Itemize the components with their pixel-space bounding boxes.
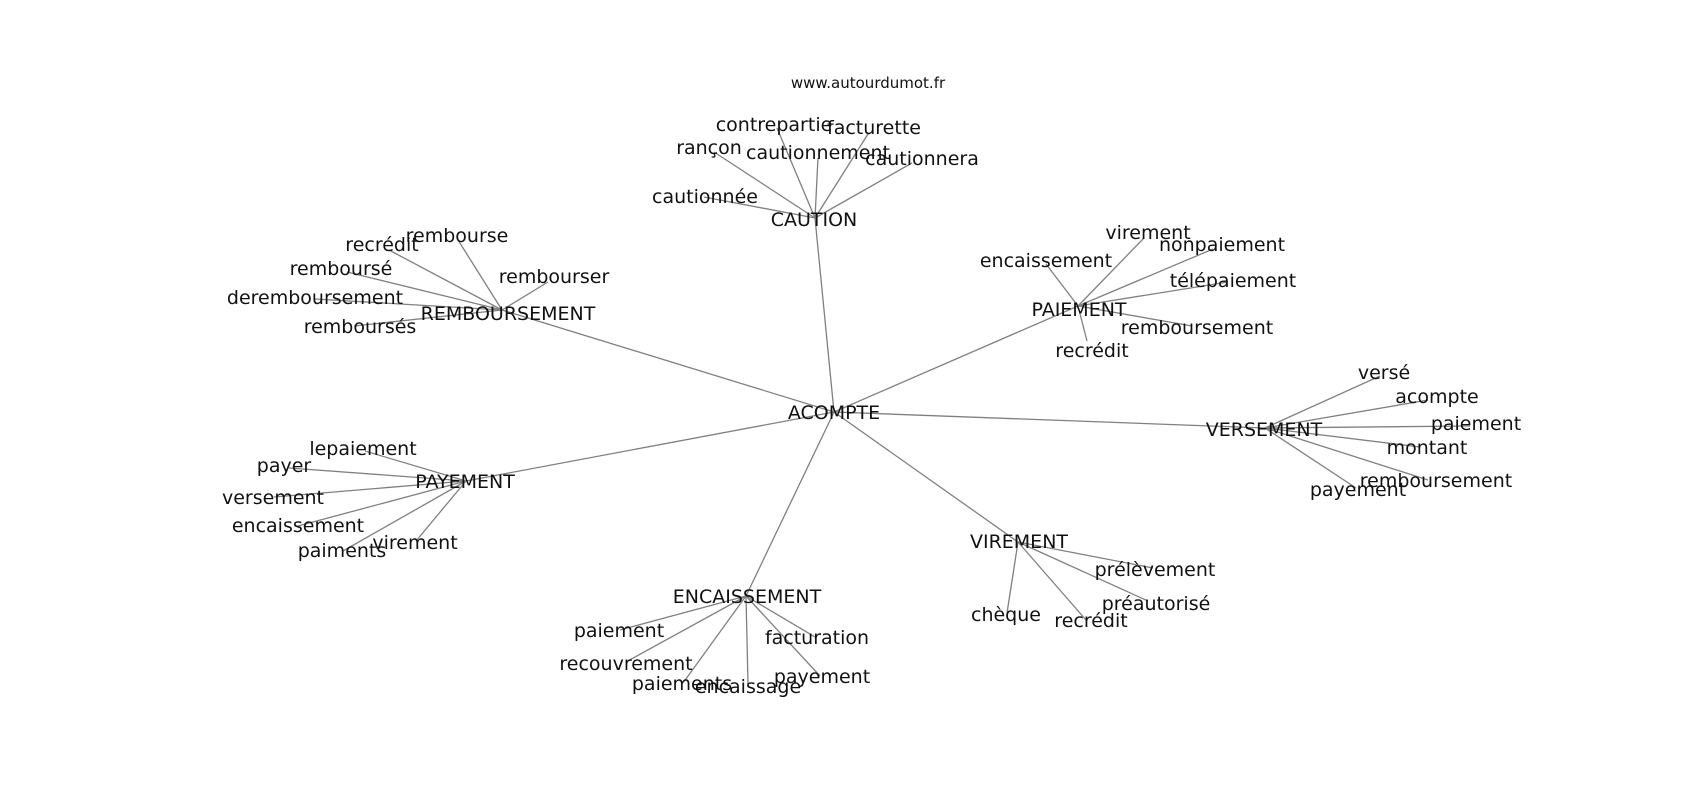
edge-payement-2 xyxy=(273,480,467,498)
node-word-encaissement-5[interactable]: payement xyxy=(774,666,870,688)
edge-virement-1 xyxy=(1017,541,1149,602)
node-root[interactable]: ACOMPTE xyxy=(788,402,880,424)
edge-remboursement-3 xyxy=(501,281,549,311)
source-url-label[interactable]: www.autourdumot.fr xyxy=(791,74,946,92)
node-word-virement-3[interactable]: recrédit xyxy=(1054,610,1127,632)
node-word-caution-5[interactable]: cautionnée xyxy=(652,186,758,208)
node-word-virement-2[interactable]: chèque xyxy=(971,604,1041,626)
node-word-remboursement-4[interactable]: deremboursement xyxy=(227,287,403,309)
node-word-versement-1[interactable]: acompte xyxy=(1395,386,1478,408)
edge-versement-3 xyxy=(1264,427,1421,448)
edge-remboursement-1 xyxy=(388,249,503,311)
edge-root-paiement xyxy=(833,305,1079,413)
edge-paiement-1 xyxy=(1077,248,1214,307)
node-word-payement-5[interactable]: virement xyxy=(372,532,457,554)
edge-encaissement-5 xyxy=(745,595,821,677)
edge-encaissement-0 xyxy=(619,595,747,631)
node-word-caution-0[interactable]: contrepartie xyxy=(716,114,833,136)
node-word-paiement-5[interactable]: recrédit xyxy=(1055,340,1128,362)
edge-payement-5 xyxy=(415,480,467,542)
node-hub-remboursement[interactable]: REMBOURSEMENT xyxy=(421,303,596,325)
edge-root-versement xyxy=(833,411,1266,429)
edges-layer xyxy=(273,127,1471,685)
node-word-caution-1[interactable]: facturette xyxy=(827,117,921,139)
edge-versement-4 xyxy=(1264,427,1429,481)
node-word-payement-1[interactable]: payer xyxy=(257,455,312,477)
node-hub-paiement[interactable]: PAIEMENT xyxy=(1031,299,1126,321)
node-word-caution-2[interactable]: rançon xyxy=(676,137,742,159)
node-word-paiement-3[interactable]: télépaiement xyxy=(1170,270,1296,292)
node-word-encaissement-0[interactable]: paiement xyxy=(574,620,664,642)
edge-versement-5 xyxy=(1264,427,1357,489)
edge-versement-1 xyxy=(1264,399,1429,429)
edge-root-remboursement xyxy=(501,309,835,413)
node-hub-virement[interactable]: VIREMENT xyxy=(970,531,1068,553)
node-hub-payement[interactable]: PAYEMENT xyxy=(415,471,515,493)
edge-paiement-3 xyxy=(1077,281,1229,307)
edge-caution-4 xyxy=(814,162,913,219)
edge-caution-3 xyxy=(814,157,819,219)
node-word-payement-3[interactable]: encaissement xyxy=(232,515,364,537)
edge-caution-0 xyxy=(776,127,816,219)
node-word-encaissement-3[interactable]: paiements xyxy=(632,673,732,695)
edge-virement-0 xyxy=(1017,541,1154,569)
edge-versement-0 xyxy=(1264,375,1381,429)
node-word-remboursement-2[interactable]: remboursé xyxy=(290,258,393,280)
node-hub-encaissement[interactable]: ENCAISSEMENT xyxy=(673,586,822,608)
node-word-paiement-1[interactable]: nonpaiement xyxy=(1159,234,1285,256)
edge-root-encaissement xyxy=(745,411,835,597)
node-word-remboursement-3[interactable]: rembourser xyxy=(499,266,610,288)
node-word-caution-3[interactable]: cautionnement xyxy=(746,142,890,164)
edge-encaissement-1 xyxy=(745,595,816,638)
edge-payement-1 xyxy=(288,467,467,482)
edge-payement-4 xyxy=(342,480,467,552)
edge-encaissement-4 xyxy=(745,595,749,685)
node-word-versement-5[interactable]: payement xyxy=(1310,479,1406,501)
node-word-versement-2[interactable]: paiement xyxy=(1431,413,1521,435)
node-word-paiement-0[interactable]: virement xyxy=(1105,222,1190,244)
edge-virement-2 xyxy=(1006,541,1019,614)
node-word-versement-0[interactable]: versé xyxy=(1358,362,1410,384)
node-word-encaissement-2[interactable]: recouvrement xyxy=(559,653,692,675)
edge-encaissement-2 xyxy=(625,595,747,663)
node-word-remboursement-5[interactable]: remboursés xyxy=(304,316,417,338)
node-word-paiement-4[interactable]: remboursement xyxy=(1121,317,1273,339)
node-hub-caution[interactable]: CAUTION xyxy=(771,209,858,231)
edge-versement-2 xyxy=(1264,425,1471,429)
node-word-paiement-2[interactable]: encaissement xyxy=(980,250,1112,272)
node-word-virement-1[interactable]: préautorisé xyxy=(1102,593,1211,615)
edge-root-payement xyxy=(465,411,835,482)
node-word-versement-3[interactable]: montant xyxy=(1387,437,1468,459)
edge-paiement-2 xyxy=(1045,263,1079,307)
node-word-caution-4[interactable]: cautionnera xyxy=(865,148,979,170)
node-word-remboursement-0[interactable]: rembourse xyxy=(406,225,509,247)
edge-root-virement xyxy=(833,411,1019,543)
node-word-payement-4[interactable]: paiments xyxy=(298,540,387,562)
node-word-payement-0[interactable]: lepaiement xyxy=(309,438,416,460)
edge-remboursement-0 xyxy=(457,239,503,311)
node-word-virement-0[interactable]: prélèvement xyxy=(1095,559,1216,581)
edge-paiement-5 xyxy=(1077,305,1088,342)
edge-root-caution xyxy=(814,217,835,413)
edge-encaissement-3 xyxy=(682,595,747,684)
node-word-encaissement-1[interactable]: facturation xyxy=(765,627,869,649)
edge-virement-3 xyxy=(1017,541,1087,621)
edge-remboursement-2 xyxy=(346,271,503,311)
edge-payement-3 xyxy=(297,480,467,527)
edge-paiement-0 xyxy=(1077,237,1145,307)
edge-payement-0 xyxy=(364,450,467,482)
node-word-payement-2[interactable]: versement xyxy=(222,487,324,509)
edge-paiement-4 xyxy=(1077,305,1193,327)
node-word-encaissement-4[interactable]: encaissage xyxy=(695,676,801,698)
edge-remboursement-4 xyxy=(314,298,503,311)
node-word-remboursement-1[interactable]: recrédit xyxy=(345,234,418,256)
edge-caution-5 xyxy=(703,196,816,219)
edge-caution-1 xyxy=(814,133,869,219)
edge-remboursement-5 xyxy=(353,309,503,327)
node-word-versement-4[interactable]: remboursement xyxy=(1360,470,1512,492)
node-hub-versement[interactable]: VERSEMENT xyxy=(1206,419,1323,441)
edge-caution-2 xyxy=(713,151,816,219)
